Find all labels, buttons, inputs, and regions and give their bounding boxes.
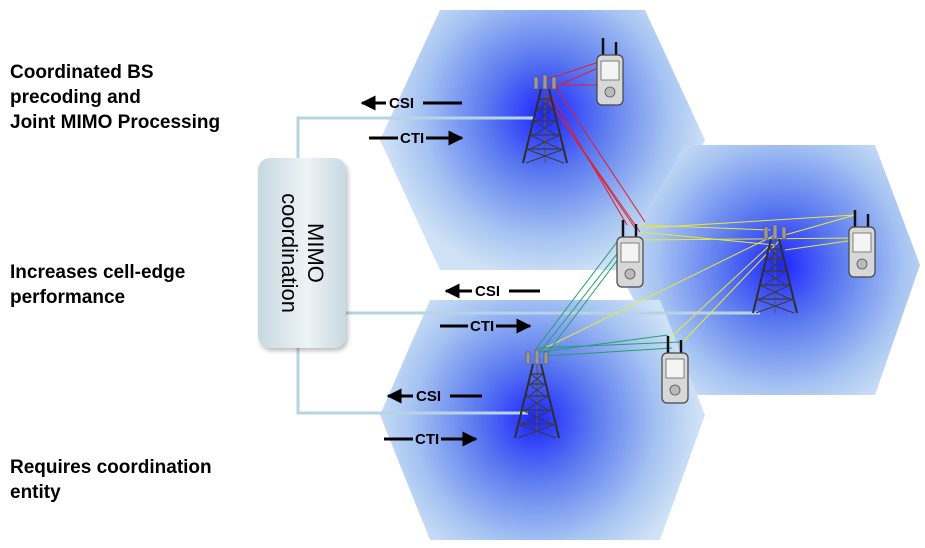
label-line: Increases cell-edge: [10, 262, 186, 283]
cti-label: CTI: [400, 130, 424, 147]
signal-arrows-middle: CSI CTI: [440, 283, 540, 335]
coordination-line-1: MIMO: [303, 223, 328, 283]
mimo-coordination-entity: MIMO coordination: [258, 158, 346, 348]
label-line: Joint MIMO Processing: [10, 112, 221, 133]
label-line: Coordinated BS: [10, 62, 154, 83]
links-red: [544, 59, 646, 233]
links-yellow: [544, 214, 856, 349]
csi-label: CSI: [475, 283, 500, 300]
cti-label: CTI: [415, 431, 439, 448]
links-green: [534, 237, 681, 357]
backhaul-lines: [296, 116, 760, 415]
label-coordinated-precoding: Coordinated BS precoding and Joint MIMO …: [10, 60, 220, 135]
csi-label: CSI: [416, 388, 441, 405]
label-line: Requires coordination: [10, 457, 212, 478]
label-line: entity: [10, 482, 61, 503]
signal-arrows-bottom: CSI CTI: [384, 388, 482, 448]
coordination-box-label: MIMO coordination: [276, 193, 328, 313]
label-line: performance: [10, 287, 126, 308]
label-coordination-entity: Requires coordination entity: [10, 455, 212, 505]
coordination-line-2: coordination: [277, 193, 302, 313]
csi-label: CSI: [389, 95, 414, 112]
cell-top: [380, 10, 705, 270]
cti-label: CTI: [470, 318, 494, 335]
signal-arrows-top: CSI CTI: [360, 95, 464, 147]
label-line: precoding and: [10, 87, 141, 108]
label-cell-edge-performance: Increases cell-edge performance: [10, 260, 185, 310]
